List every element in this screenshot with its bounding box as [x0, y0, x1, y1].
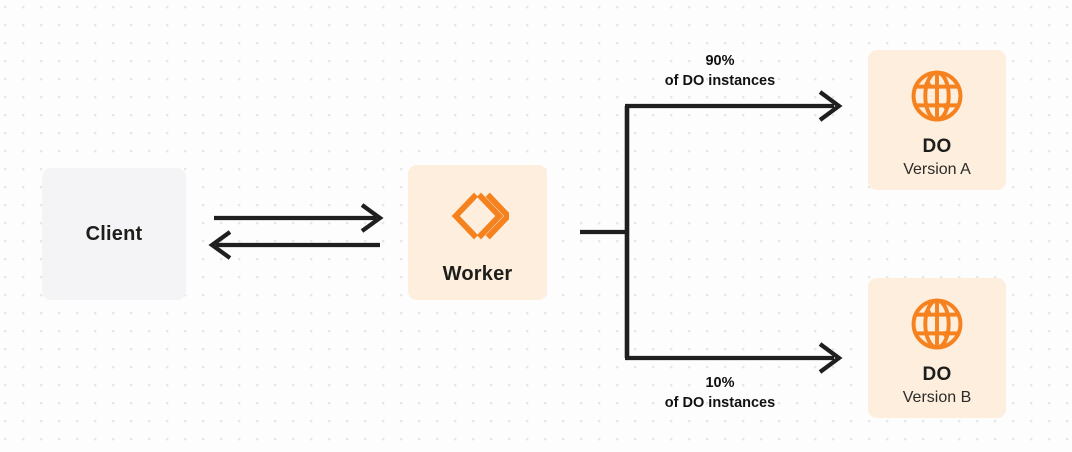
edge-label-do-b: 10% of DO instances — [655, 374, 785, 413]
globe-icon — [907, 294, 967, 354]
edge-label-percent: 90% — [705, 53, 735, 69]
node-do-a-label: DO — [922, 136, 952, 157]
edge-client-to-worker — [214, 203, 384, 233]
edge-label-detail: of DO instances — [664, 72, 776, 89]
edge-label-percent: 10% — [705, 375, 735, 391]
globe-icon — [907, 66, 967, 126]
edge-worker-to-client — [208, 230, 380, 260]
node-client[interactable]: Client — [42, 168, 186, 300]
node-worker[interactable]: Worker — [408, 165, 547, 300]
node-worker-label: Worker — [442, 263, 513, 285]
edge-worker-to-do-a — [625, 90, 843, 122]
edge-label-detail: of DO instances — [664, 394, 776, 411]
edge-worker-branch-trunk — [580, 106, 630, 358]
node-client-label: Client — [85, 222, 143, 245]
node-do-b-label: DO — [922, 364, 952, 385]
cloudflare-workers-icon — [447, 185, 509, 247]
edge-worker-to-do-b — [625, 342, 843, 374]
edge-label-do-a: 90% of DO instances — [655, 52, 785, 91]
node-do-a-version: Version A — [903, 161, 971, 178]
node-do-b-version: Version B — [902, 389, 972, 406]
node-do-version-b[interactable]: DO Version B — [868, 278, 1006, 418]
node-do-version-a[interactable]: DO Version A — [868, 50, 1006, 190]
